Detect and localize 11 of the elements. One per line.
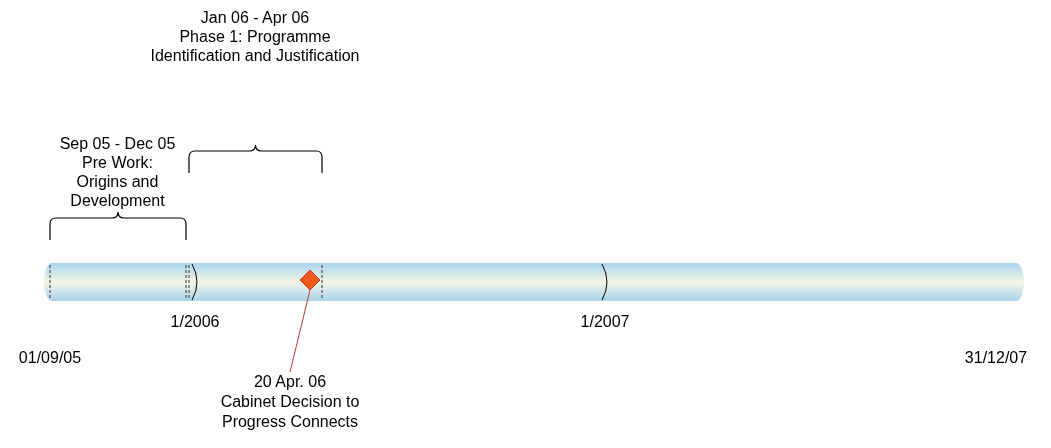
milestone-description: Cabinet Decision to Progress Connects [219,392,361,432]
tick-label: 1/2007 [579,312,631,331]
phase-label: Pre Work: Origins and Development [69,153,166,210]
phase-label: Phase 1: Programme Identification and Justification [150,27,360,65]
milestone-date: 20 Apr. 06 [252,372,328,392]
tick-label: 31/12/07 [963,348,1029,367]
tick-label: 01/09/05 [17,348,83,367]
period-label: Sep 05 - Dec 05 [58,134,177,153]
leader-line [289,289,311,373]
tick-label: 1/2006 [169,312,221,331]
period-label: Jan 06 - Apr 06 [199,8,311,27]
